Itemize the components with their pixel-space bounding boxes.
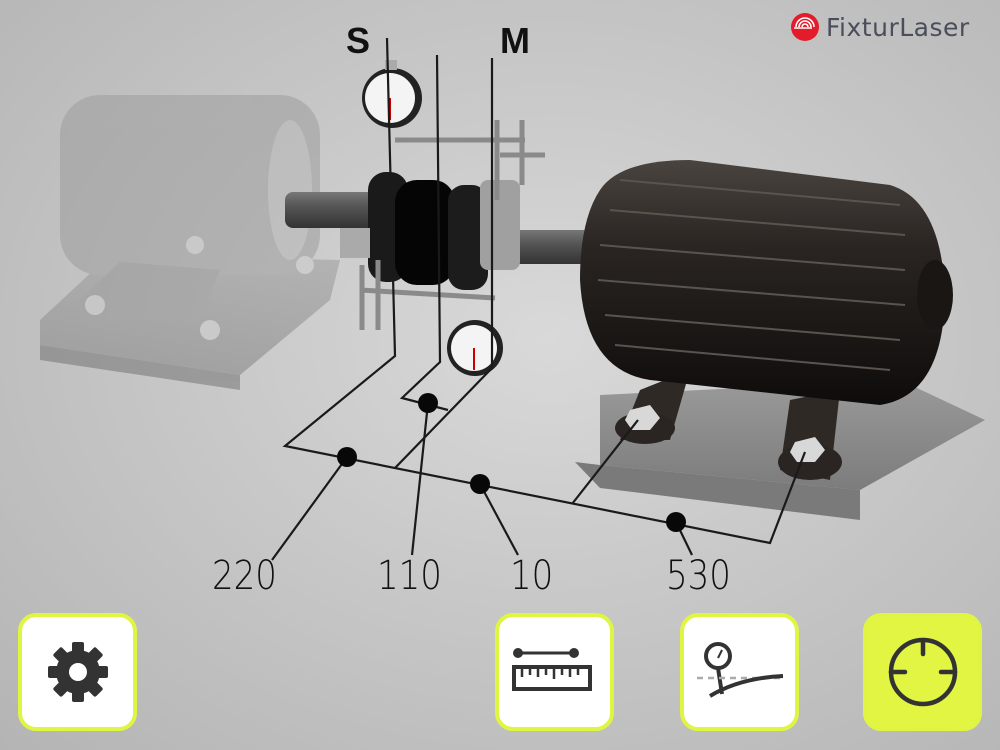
dial-indicator-s bbox=[362, 60, 422, 128]
dimensions-button[interactable] bbox=[495, 613, 614, 731]
fixturlaser-logo-icon bbox=[791, 13, 819, 41]
target-icon bbox=[888, 637, 957, 707]
dial-indicator-button[interactable] bbox=[680, 613, 799, 731]
dial-gauge-icon bbox=[696, 642, 783, 698]
gear-icon bbox=[47, 642, 108, 702]
point-s-m bbox=[418, 393, 438, 413]
stationary-marker: S bbox=[346, 20, 371, 61]
distance-label-530[interactable]: 530 bbox=[666, 553, 731, 599]
point-rear-feet bbox=[666, 512, 686, 532]
measurement-points bbox=[337, 393, 686, 532]
pump-stationary-machine bbox=[40, 95, 340, 390]
settings-button[interactable] bbox=[18, 613, 137, 731]
motor-movable-machine bbox=[575, 160, 985, 520]
brand-name: FixturLaser bbox=[826, 12, 970, 42]
indicator-brackets bbox=[359, 120, 545, 330]
coupling bbox=[340, 172, 520, 290]
distance-label-110[interactable]: 110 bbox=[377, 553, 442, 599]
measure-button[interactable] bbox=[863, 613, 982, 731]
movable-marker: M bbox=[500, 20, 530, 61]
point-coupling bbox=[337, 447, 357, 467]
dial-indicator-m bbox=[447, 320, 503, 376]
point-front-feet bbox=[470, 474, 490, 494]
motor-shaft bbox=[505, 230, 600, 264]
ruler-icon bbox=[511, 648, 592, 691]
brand-logo: FixturLaser bbox=[790, 12, 970, 42]
distance-label-220[interactable]: 220 bbox=[212, 553, 277, 599]
distance-label-10[interactable]: 10 bbox=[510, 553, 554, 599]
pump-shaft bbox=[285, 192, 375, 228]
